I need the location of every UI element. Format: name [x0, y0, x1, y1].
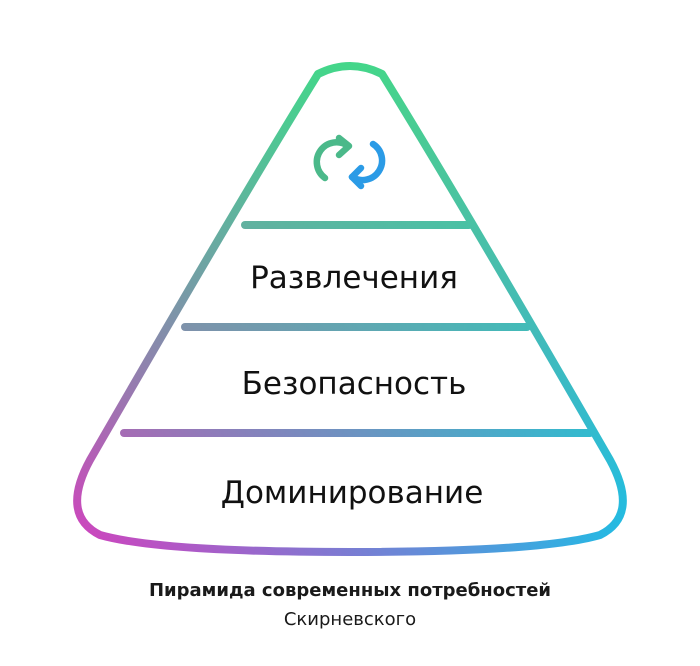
- caption-title: Пирамида современных потребностей: [148, 580, 552, 601]
- tier-label-entertainment: Развлечения: [250, 260, 458, 296]
- refresh-cycle-icon: [313, 134, 386, 190]
- tier-label-security: Безопасность: [242, 366, 467, 402]
- tier-label-dominance: Доминирование: [221, 475, 484, 511]
- caption-author: Скирневского: [283, 609, 417, 630]
